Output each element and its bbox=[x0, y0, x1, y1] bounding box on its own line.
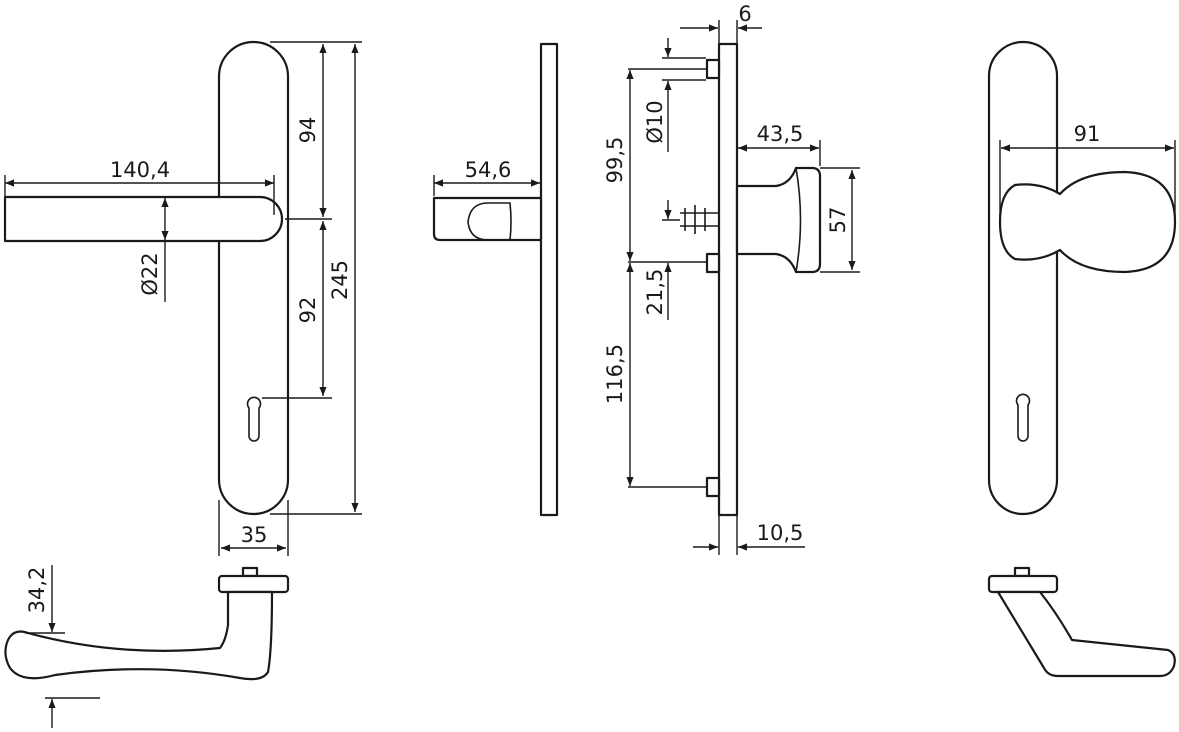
screw-boss-top bbox=[705, 58, 721, 80]
dim-lower-screw-distance: 116,5 bbox=[603, 344, 627, 404]
dim-spindle-offset: 21,5 bbox=[643, 269, 667, 316]
spindle-detail bbox=[680, 205, 719, 234]
knob-side bbox=[735, 166, 822, 274]
backplate-knob-front bbox=[987, 40, 1059, 516]
knob-front bbox=[998, 170, 1177, 274]
dim-lever-diameter: Ø22 bbox=[138, 252, 162, 295]
lever-side bbox=[432, 196, 543, 242]
spindle-stub-left bbox=[241, 566, 259, 578]
spindle-stub-right bbox=[1013, 566, 1031, 578]
rose-right bbox=[987, 574, 1059, 594]
lever-front bbox=[3, 195, 284, 243]
rose-left bbox=[217, 574, 290, 594]
knob-side-view bbox=[680, 42, 822, 517]
knob-front-view bbox=[987, 40, 1177, 516]
dimensions-knob-front: 91 bbox=[999, 122, 1176, 220]
dim-knob-projection: 43,5 bbox=[757, 122, 804, 146]
dim-knob-diameter: 57 bbox=[826, 207, 850, 234]
dim-lever-length: 140,4 bbox=[110, 158, 170, 182]
screw-boss-mid bbox=[705, 252, 721, 274]
screw-boss-bottom bbox=[705, 476, 721, 498]
lever-front-view bbox=[3, 40, 290, 516]
dim-top-to-spindle: 94 bbox=[296, 117, 320, 144]
backplate-knob-side bbox=[717, 42, 739, 517]
dim-lever-projection: 54,6 bbox=[465, 158, 512, 182]
lever-end-cap bbox=[467, 202, 512, 241]
knob-rose-line bbox=[795, 167, 802, 273]
backplate-front bbox=[217, 40, 290, 516]
dim-upper-screw-distance: 99,5 bbox=[603, 137, 627, 184]
dim-spindle-to-cylinder: 92 bbox=[296, 297, 320, 324]
dim-lever-drop: 34,2 bbox=[25, 567, 49, 614]
keyhole-front bbox=[246, 396, 262, 442]
lever-top-view bbox=[4, 566, 290, 681]
lever-top-view-right bbox=[987, 566, 1176, 678]
lever-side-view bbox=[432, 42, 559, 517]
dim-knob-width: 91 bbox=[1074, 122, 1101, 146]
dimensions-lever-side: 54,6 bbox=[433, 158, 540, 196]
lever-profile-right bbox=[996, 590, 1176, 678]
keyhole-knob-front bbox=[1015, 393, 1031, 442]
dim-plate-height: 245 bbox=[328, 260, 352, 300]
dimensions-lever-front: 140,4 Ø22 94 92 245 35 bbox=[4, 41, 362, 556]
dim-screw-diameter: Ø10 bbox=[643, 100, 667, 143]
dimensions-knob-side: 6 Ø10 99,5 21,5 116,5 43,5 57 10,5 bbox=[603, 2, 860, 555]
dim-plate-thickness: 6 bbox=[738, 2, 751, 26]
dim-base-thickness: 10,5 bbox=[757, 521, 804, 545]
dim-plate-width: 35 bbox=[241, 523, 268, 547]
backplate-side bbox=[539, 42, 559, 517]
lever-profile-left bbox=[4, 590, 274, 681]
dimensions-lever-top: 34,2 bbox=[25, 565, 100, 728]
